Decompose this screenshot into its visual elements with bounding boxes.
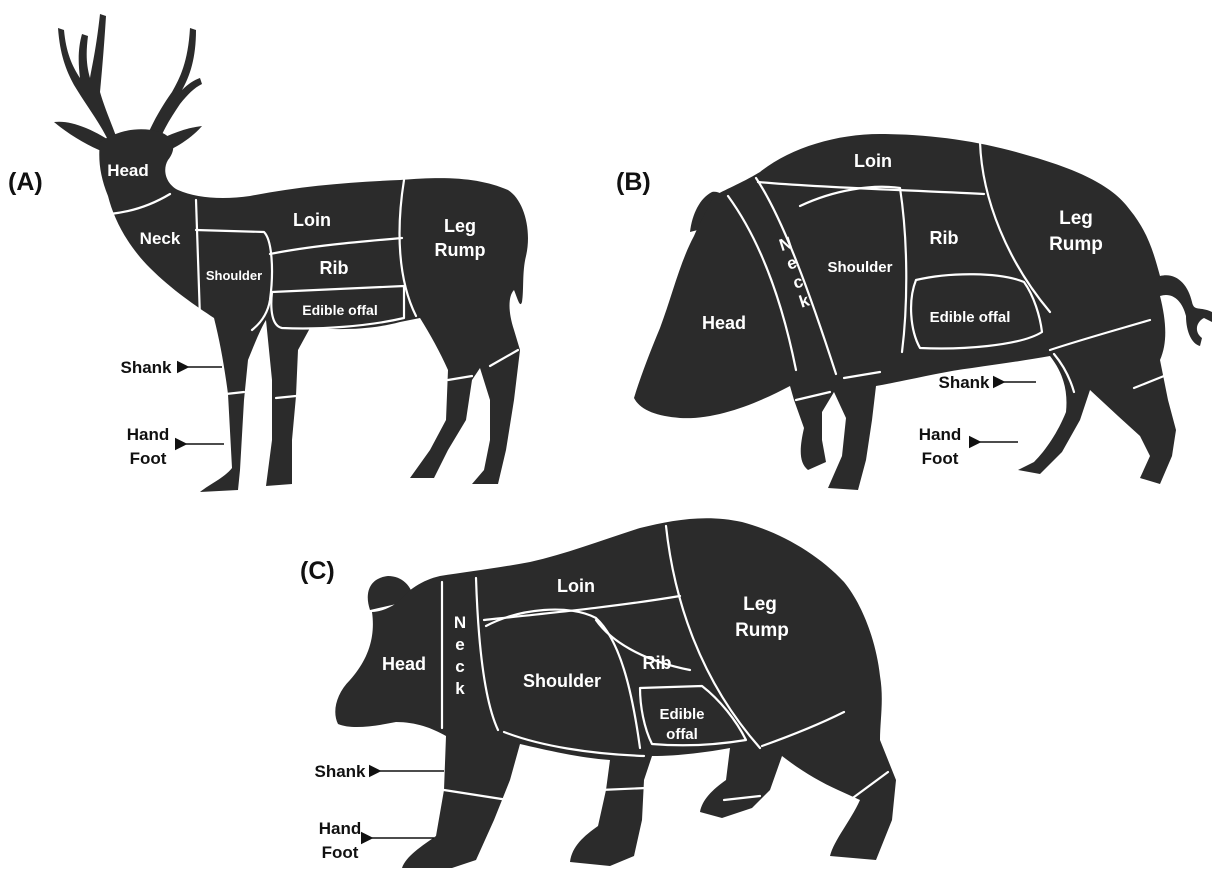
deer-callout-shank: Shank: [120, 358, 172, 377]
deer-callouts: Shank Hand Foot: [120, 358, 224, 468]
boar-diagram: (B) Loin Head N e c k Shoulder Rib: [616, 134, 1212, 490]
deer-label-leg: Leg: [444, 216, 476, 236]
panel-tag-a: (A): [8, 168, 43, 196]
deer-diagram: (A) Head Neck Loin Shoulder Rib: [8, 14, 528, 492]
panel-tag-c: (C): [300, 557, 335, 585]
bear-label-rump: Rump: [735, 620, 789, 641]
bear-body: [335, 518, 896, 868]
deer-label-head: Head: [107, 161, 149, 180]
bear-label-head: Head: [382, 654, 426, 674]
boar-label-leg: Leg: [1059, 208, 1093, 229]
deer-label-offal: Edible offal: [302, 302, 377, 318]
deer-antler-right: [146, 28, 202, 144]
bear-label-offal-line2: offal: [666, 726, 698, 743]
bear-neck-letter-e: e: [455, 635, 464, 654]
bear-callout-foot: Foot: [322, 843, 359, 862]
deer-label-loin: Loin: [293, 210, 331, 230]
bear-callout-hand: Hand: [319, 819, 362, 838]
boar-label-loin: Loin: [854, 151, 892, 171]
bear-silhouette: [335, 518, 896, 868]
boar-callouts: Shank Hand Foot: [919, 373, 1036, 468]
boar-label-rump: Rump: [1049, 234, 1103, 255]
bear-label-shoulder: Shoulder: [523, 671, 601, 691]
bear-label-leg: Leg: [743, 594, 777, 615]
bear-neck-letter-k: k: [455, 679, 465, 698]
deer-antler-left: [58, 14, 116, 140]
bear-neck-letter-n: N: [454, 613, 466, 632]
bear-label-rib: Rib: [643, 653, 672, 673]
deer-callout-foot: Foot: [130, 449, 167, 468]
boar-callout-shank: Shank: [938, 373, 990, 392]
bear-callout-shank: Shank: [314, 762, 366, 781]
boar-label-offal: Edible offal: [930, 309, 1011, 326]
boar-label-shoulder: Shoulder: [827, 259, 892, 276]
bear-diagram: (C) Loin Head N e c k Shou: [300, 518, 896, 868]
deer-label-rib: Rib: [320, 258, 349, 278]
bear-label-offal-line1: Edible: [659, 706, 704, 723]
boar-callout-foot: Foot: [922, 449, 959, 468]
deer-label-shoulder: Shoulder: [206, 268, 262, 283]
deer-callout-hand: Hand: [127, 425, 170, 444]
boar-label-head: Head: [702, 313, 746, 333]
deer-label-neck: Neck: [140, 229, 181, 248]
boar-label-rib: Rib: [930, 228, 959, 248]
boar-callout-hand: Hand: [919, 425, 962, 444]
deer-label-rump: Rump: [435, 240, 486, 260]
bear-neck-letter-c: c: [455, 657, 464, 676]
panel-tag-b: (B): [616, 168, 651, 196]
bear-label-loin: Loin: [557, 576, 595, 596]
